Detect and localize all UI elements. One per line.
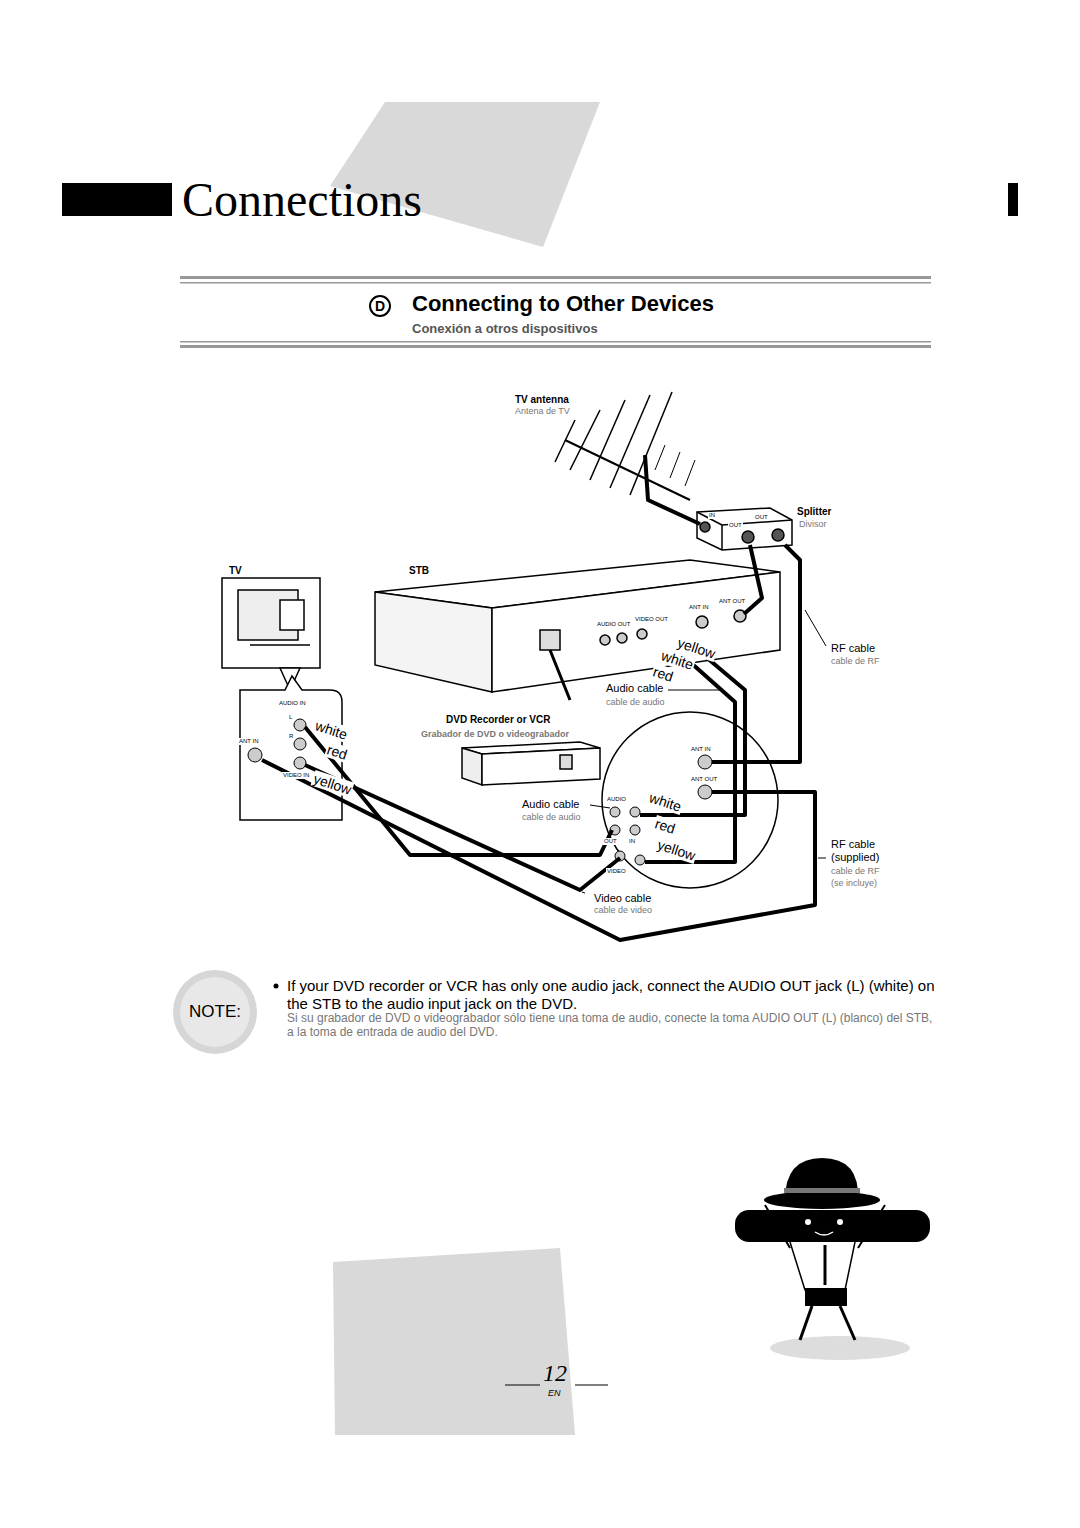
section-letter: D	[369, 295, 391, 317]
part-label: Audio cable	[521, 798, 581, 811]
jack-label: ANT OUT	[718, 598, 746, 605]
stb	[375, 560, 780, 700]
tv	[222, 578, 320, 690]
part-label: Video cable	[593, 892, 652, 905]
jack-label: IN	[628, 838, 636, 845]
section-heading-es: Conexión a otros dispositivos	[412, 322, 598, 337]
note-badge: NOTE:	[180, 998, 250, 1026]
part-label: (se incluye)	[830, 878, 878, 888]
antenna	[555, 392, 695, 500]
part-label: STB	[408, 565, 430, 577]
part-label: Antena de TV	[514, 406, 571, 416]
dvd-zoom	[602, 712, 778, 888]
page-title: Connections	[182, 172, 422, 227]
jack-label: VIDEO	[606, 868, 627, 875]
node-text: NOTE:	[189, 1002, 241, 1022]
part-label: DVD Recorder or VCR	[445, 714, 551, 726]
jack-label: OUT	[754, 514, 769, 521]
node-text: D	[375, 298, 385, 314]
decor	[62, 102, 1018, 1435]
jack-label: VIDEO IN	[282, 772, 310, 779]
jack-label: ANT IN	[690, 746, 712, 753]
jack-label: ANT IN	[688, 604, 710, 611]
jack-label: AUDIO OUT	[596, 621, 631, 628]
jack-label: VIDEO OUT	[634, 616, 669, 623]
note-circle	[173, 970, 279, 1054]
splitter	[697, 508, 792, 550]
page-number: 12	[543, 1360, 567, 1388]
jack-label: IN	[708, 512, 716, 519]
part-label: (supplied)	[830, 851, 880, 864]
jack-label: OUT	[603, 838, 618, 845]
jack-label: ANT IN	[238, 738, 260, 745]
part-label: Splitter	[796, 506, 832, 518]
part-label: cable de RF	[830, 656, 881, 666]
part-label: cable de audio	[605, 697, 666, 707]
jack-label: ANT OUT	[690, 776, 718, 783]
note-text-es: Si su grabador de DVD o videograbador só…	[287, 1011, 937, 1040]
note-text: If your DVD recorder or VCR has only one…	[287, 977, 937, 1013]
dvd-recorder	[462, 742, 600, 785]
part-label: RF cable	[830, 838, 876, 851]
part-label: cable de video	[593, 905, 653, 915]
part-label: RF cable	[830, 642, 876, 655]
cables	[262, 455, 815, 940]
jack-label: OUT	[728, 522, 743, 529]
jack-label: AUDIO IN	[278, 700, 307, 707]
part-label: cable de RF	[830, 866, 881, 876]
part-label: Divisor	[798, 519, 828, 529]
language-code: EN	[548, 1388, 561, 1398]
jack-label: R	[288, 733, 294, 740]
part-label: TV antenna	[514, 394, 570, 406]
part-label: Grabador de DVD o videograbador	[420, 729, 570, 739]
part-label: TV	[228, 565, 243, 577]
jack-label: AUDIO	[606, 796, 627, 803]
jack-label: L	[288, 714, 293, 721]
mascot	[735, 1158, 930, 1360]
section-heading: Connecting to Other Devices	[412, 291, 714, 316]
leader-lines	[582, 610, 826, 893]
part-label: Audio cable	[605, 682, 665, 695]
part-label: cable de audio	[521, 812, 582, 822]
